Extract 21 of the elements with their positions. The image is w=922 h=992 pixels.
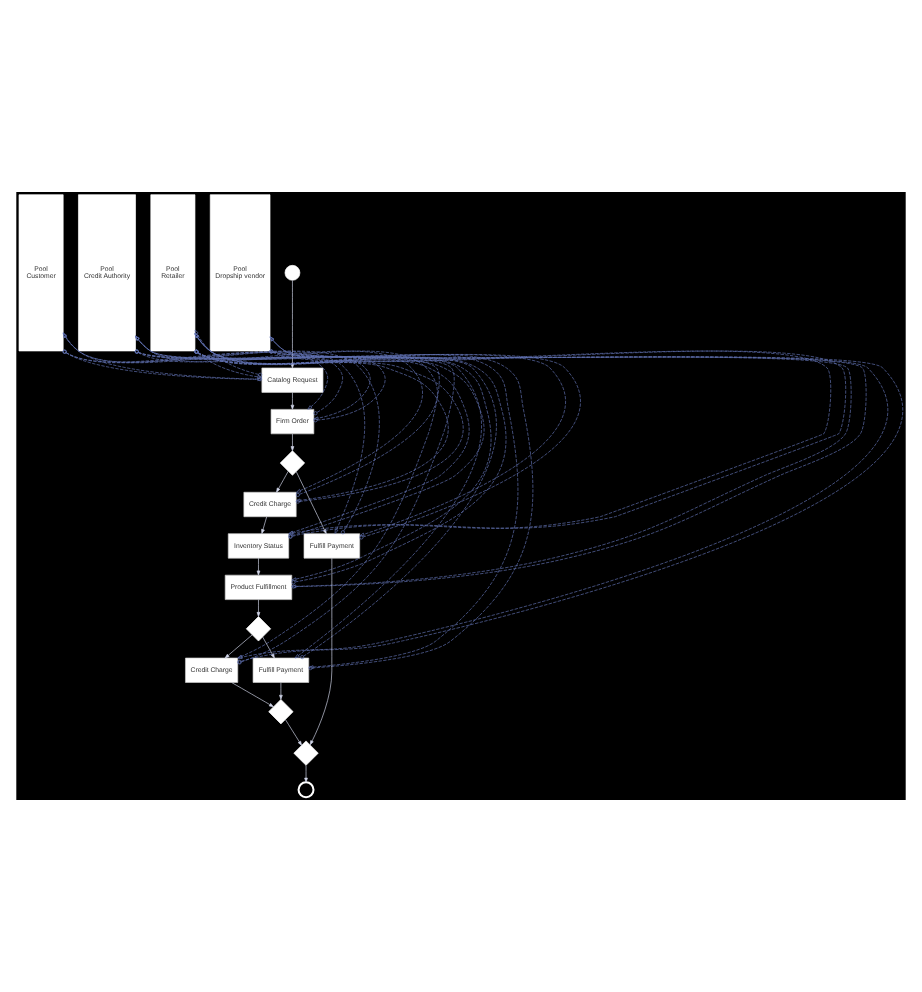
arrow: [256, 557, 261, 576]
arrow: [231, 682, 274, 708]
arrow: [295, 471, 327, 535]
arrow: [290, 280, 295, 369]
node-circle: [284, 265, 301, 281]
node-diamond: [245, 616, 272, 642]
arrow: [290, 433, 295, 451]
arrow: [194, 349, 449, 503]
arrow: [134, 349, 423, 493]
arrow: [304, 765, 308, 783]
arrow: [279, 682, 283, 700]
node-circle: [297, 781, 315, 799]
arrow: [262, 636, 275, 659]
arrow: [261, 516, 268, 534]
arrow: [276, 470, 289, 493]
arrow: [285, 719, 302, 746]
arrow: [62, 349, 328, 410]
arrow: [290, 392, 295, 410]
node-diamond: [279, 450, 305, 476]
arrow: [256, 599, 261, 617]
arrow: [194, 349, 371, 420]
